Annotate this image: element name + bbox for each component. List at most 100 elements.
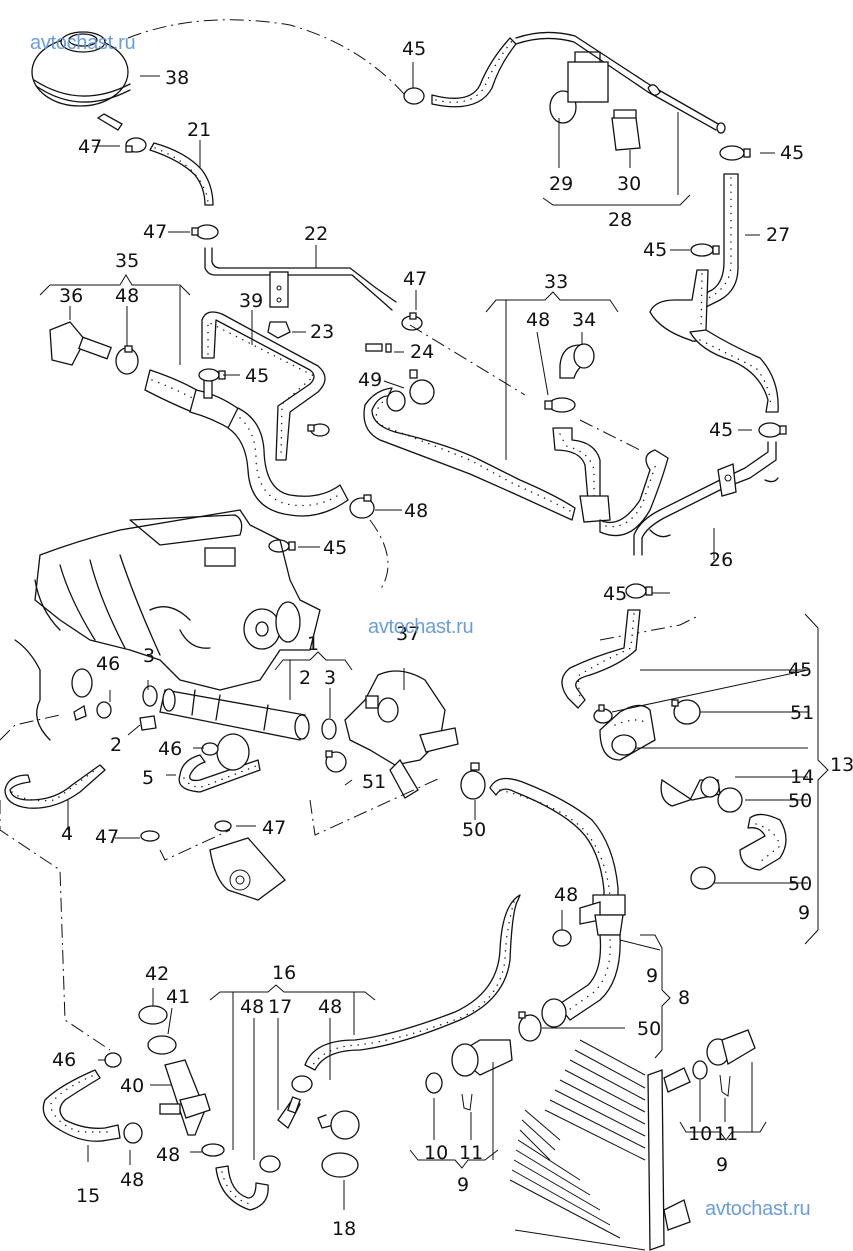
hose-33-long [363,387,576,521]
callout-41: 41 [166,986,190,1008]
expansion-tank [31,31,131,131]
hose-21 [149,142,214,206]
clamp-46 [201,742,219,756]
callout-48: 48 [526,309,550,331]
dashed-leader [409,324,641,451]
clamp-45 [758,422,787,438]
callout-46: 46 [96,653,120,675]
cap-42 [138,1005,168,1025]
clamp-45 [719,145,751,161]
hose-16-long [304,894,521,1071]
callout-45: 45 [709,419,733,441]
callout-29: 29 [549,173,573,195]
callout-17: 17 [268,996,292,1018]
callout-8: 8 [678,987,690,1009]
callout-47: 47 [78,136,102,158]
clamp-48 [291,1075,313,1093]
callout-9: 9 [716,1154,728,1176]
callout-45: 45 [788,659,812,681]
callout-24: 24 [410,341,434,363]
plug-2 [139,715,157,731]
callout-4: 4 [61,823,73,845]
clamp-45 [268,539,296,553]
clamp-18 [317,1110,360,1178]
callout-3: 3 [324,667,336,689]
callout-9: 9 [646,965,658,987]
clamp-48 [349,494,375,519]
clamp-small [307,423,330,437]
callout-36: 36 [59,285,83,307]
callout-50: 50 [637,1018,661,1040]
callout-40: 40 [120,1075,144,1097]
o-ring-10 [425,1072,443,1094]
hose-13-elbow [599,704,656,761]
callout-47: 47 [403,268,427,290]
callout-9: 9 [798,902,810,924]
bleed-line-dashed [127,19,406,96]
pipe-26 [633,441,779,556]
callout-48: 48 [120,1169,144,1191]
watermark: avtochast.ru [30,32,136,54]
callout-22: 22 [304,223,328,245]
elbow-34 [559,343,595,379]
bolt [73,704,87,721]
heater-return-pipe [403,31,726,134]
callout-47: 47 [143,221,167,243]
ring-41 [147,1035,177,1055]
callout-30: 30 [617,173,641,195]
callout-49: 49 [358,369,382,391]
callout-28: 28 [608,209,632,231]
radiator [509,1039,691,1251]
clamp-48 [123,1122,143,1144]
clamp-46 [96,701,112,719]
callout-48: 48 [554,884,578,906]
callout-48: 48 [318,996,342,1018]
engine-intake-manifold [14,509,321,741]
callout-18: 18 [332,1218,356,1240]
clip-11 [461,1093,473,1111]
callout-5: 5 [142,767,154,789]
clamp-48 [201,1143,225,1157]
hose-right-loop [649,269,779,413]
clamp-45 [625,583,653,599]
clamp-47 [401,312,423,331]
callout-50: 50 [788,790,812,812]
callout-3: 3 [143,645,155,667]
callout-13: 13 [830,754,853,776]
callout-42: 42 [145,963,169,985]
bracket-13 [804,613,829,945]
callout-27: 27 [766,224,790,246]
callout-2: 2 [110,734,122,756]
clamp-51 [325,750,347,773]
clamp-48 [544,397,576,413]
clip-30 [611,109,641,151]
callout-10: 10 [688,1123,712,1145]
connector-14 [660,776,721,807]
valve-17 [277,1096,301,1130]
callout-33: 33 [544,271,568,293]
clamp-47 [191,224,219,240]
clamp-50 [690,866,716,890]
hose-16-small [215,1165,269,1211]
callout-39: 39 [239,290,263,312]
callout-15: 15 [76,1185,100,1207]
o-ring-10 [692,1060,708,1080]
clamp-46 [104,1052,122,1068]
callout-45: 45 [245,365,269,387]
callout-45: 45 [603,583,627,605]
hose-4 [4,764,106,809]
oil-cooler [209,837,286,901]
callout-51: 51 [790,702,814,724]
callout-48: 48 [115,285,139,307]
callout-labels: 38 21 47 47 45 29 30 28 45 27 45 22 35 3… [52,38,853,1240]
callout-34: 34 [572,309,596,331]
callout-35: 35 [115,250,139,272]
callout-37: 37 [396,623,420,645]
callout-11: 11 [714,1123,738,1145]
clamp-45 [593,704,613,724]
callout-45: 45 [402,38,426,60]
callout-50: 50 [462,819,486,841]
callout-46: 46 [158,738,182,760]
watermark: avtochast.ru [368,616,474,638]
